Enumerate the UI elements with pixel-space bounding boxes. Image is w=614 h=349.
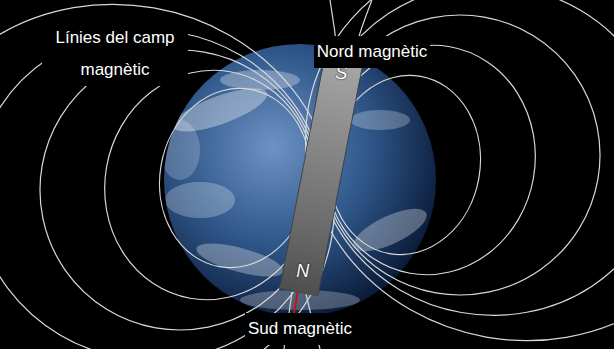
pole-label: Sud magnètic [245,313,355,345]
pole-label: Nord magnètic [314,36,431,68]
earth [164,44,436,316]
field-lines-label: Línies del camp magnètic [42,22,188,86]
pole-letter: N [284,261,322,282]
